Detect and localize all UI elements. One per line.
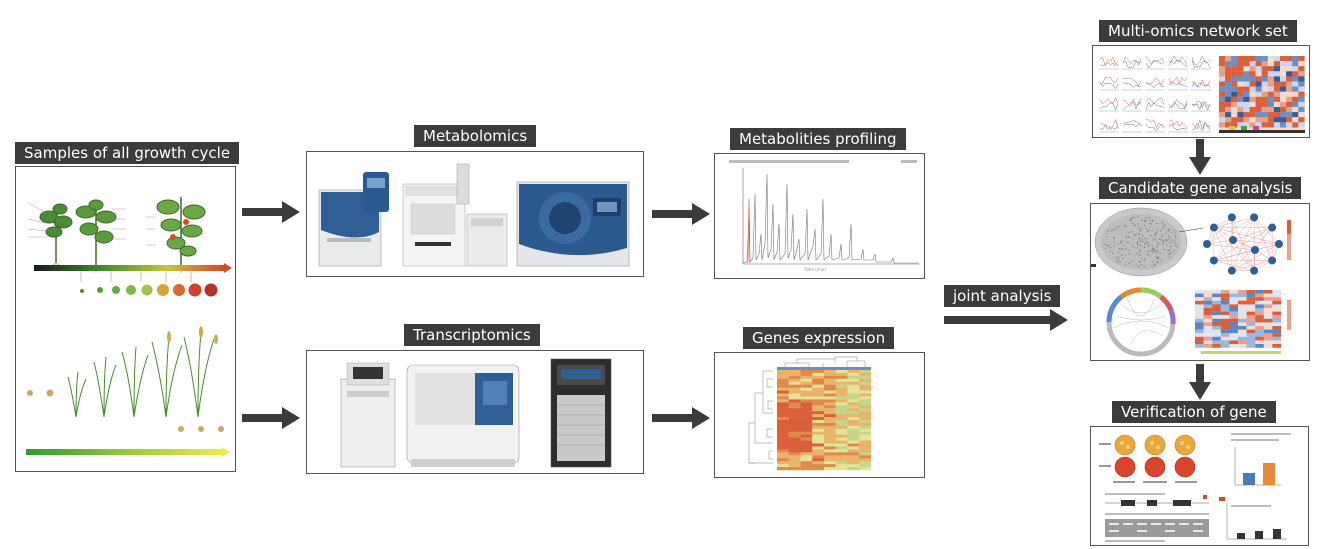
metabolomics-panel — [306, 151, 644, 277]
rice-timeline-bar — [26, 449, 222, 455]
arrow-joint-analysis — [944, 309, 1068, 331]
verification-label: Verification of gene — [1112, 401, 1276, 423]
arrow-transcriptomics-to-expression — [652, 407, 710, 429]
verification-panel — [1090, 426, 1309, 546]
multiomics-panel — [1092, 45, 1310, 138]
candidate-gene-illustration — [1091, 207, 1291, 357]
tomato-plant-2 — [75, 199, 117, 265]
tomato-timeline-bar — [34, 265, 224, 271]
gene-structure — [1105, 493, 1209, 506]
transcriptomics-panel — [306, 350, 644, 474]
ms-instrument-left — [318, 172, 389, 267]
chromatogram-illustration: Time (min) — [729, 160, 919, 272]
metabolities-profiling-panel: Time (min) — [714, 153, 925, 279]
gel-image — [1105, 513, 1209, 542]
tomato-plant-1 — [39, 203, 73, 262]
rice-plants — [67, 331, 215, 418]
verification-illustration — [1099, 433, 1291, 542]
expression-heatmap — [748, 356, 880, 471]
candidate-panel — [1090, 203, 1310, 361]
tomato-slices — [1114, 434, 1196, 478]
heatmap-dendrogram — [748, 370, 773, 464]
sequencer-left — [340, 362, 396, 468]
ms-instrument-right — [516, 181, 630, 267]
arrow-multiomics-to-candidate — [1189, 139, 1211, 175]
mass-spectrometer-illustration — [318, 163, 630, 267]
tomato-fruit-row — [80, 283, 218, 297]
metabolities-profiling-label: Metabolities profiling — [730, 128, 906, 150]
samples-panel — [15, 166, 236, 472]
sequencer-right — [550, 358, 612, 468]
lc-instrument-center — [402, 163, 508, 267]
genes-expression-panel — [714, 352, 925, 478]
arrow-metabolomics-to-profiling — [652, 203, 710, 225]
transcriptomics-label: Transcriptomics — [404, 324, 540, 346]
genes-expression-label: Genes expression — [743, 327, 895, 349]
plant-growth-illustration — [26, 197, 232, 457]
multiomics-illustration — [1099, 52, 1305, 133]
metabolomics-label: Metabolomics — [414, 125, 537, 147]
arrow-samples-to-metabolomics — [242, 201, 300, 223]
tomato-plant-3 — [156, 197, 206, 265]
sequencer-illustration — [340, 358, 612, 468]
svg-text:Time (min): Time (min) — [803, 267, 826, 272]
samples-label: Samples of all growth cycle — [15, 142, 240, 164]
arrow-samples-to-transcriptomics — [242, 407, 300, 429]
verification-bar-chart — [1231, 433, 1291, 486]
sequencer-center — [406, 364, 520, 467]
circos-plot — [1106, 287, 1176, 357]
candidate-label: Candidate gene analysis — [1099, 177, 1302, 199]
arrow-candidate-to-verification — [1189, 364, 1211, 400]
multiomics-label: Multi-omics network set — [1099, 20, 1297, 42]
joint-analysis-label: joint analysis — [944, 285, 1061, 307]
